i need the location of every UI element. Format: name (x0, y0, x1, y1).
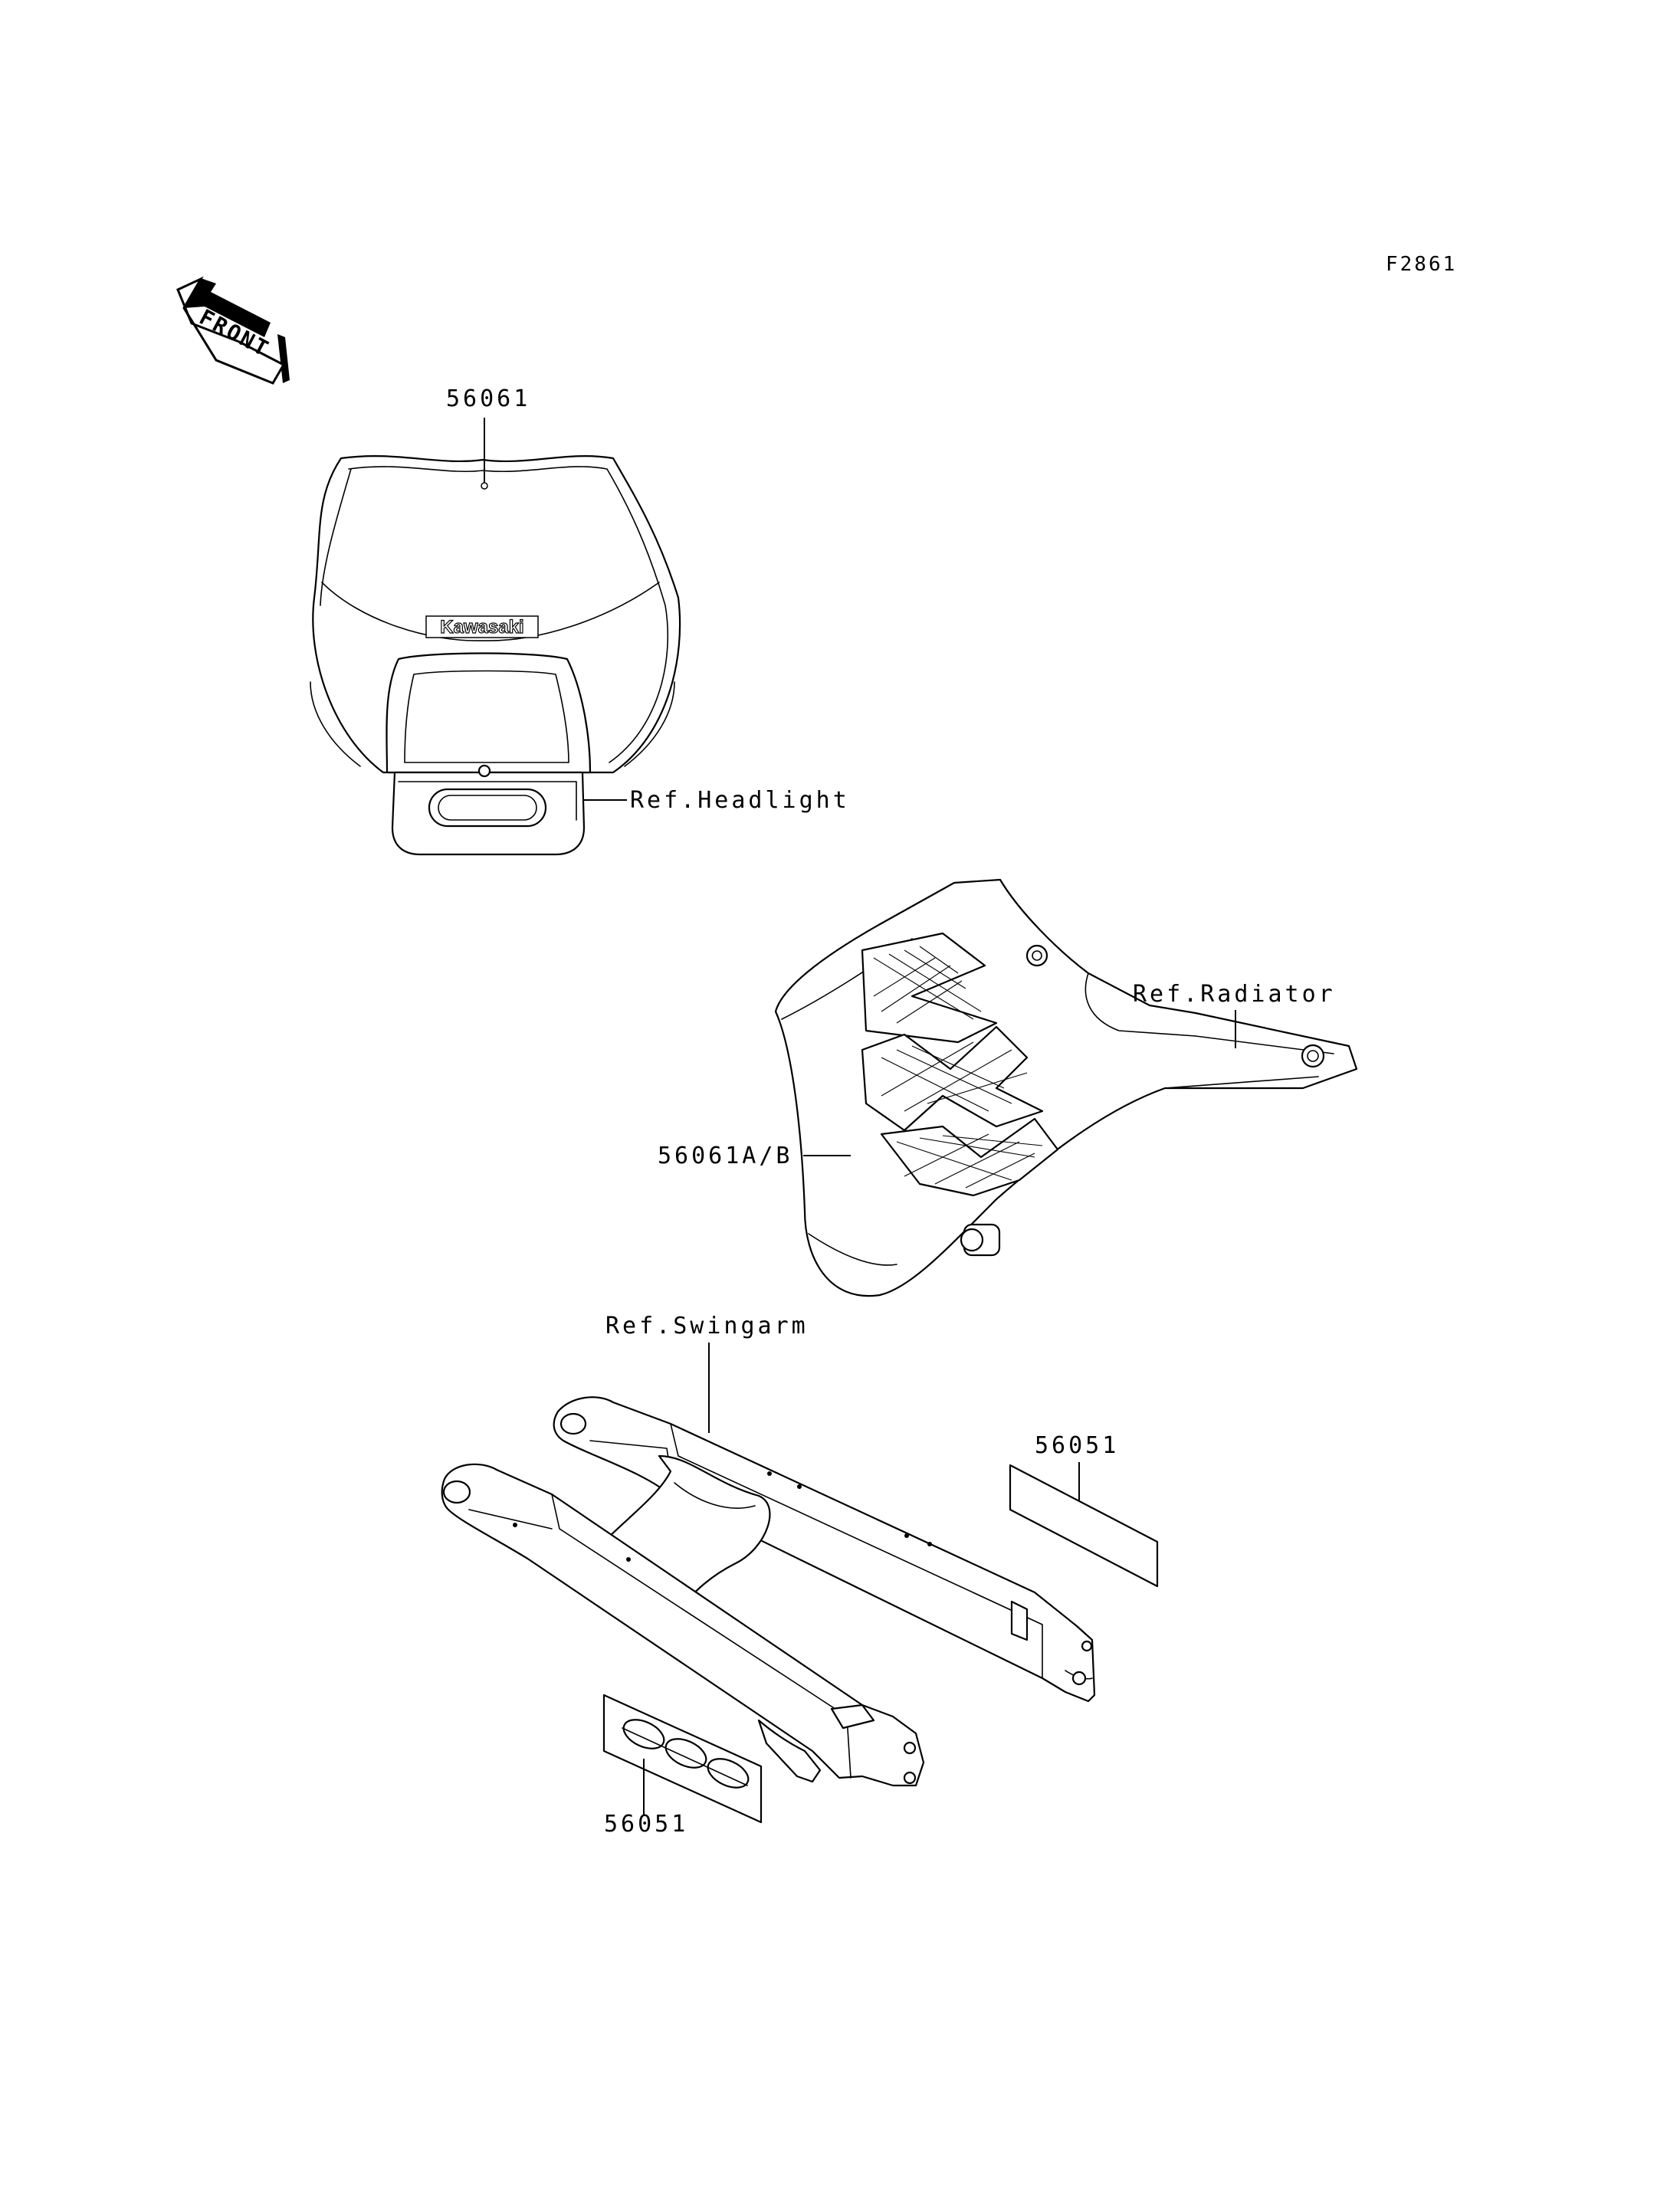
label-ref-radiator[interactable]: Ref.Radiator (1133, 981, 1336, 1008)
label-56051-right[interactable]: 56051 (1035, 1432, 1119, 1459)
headlight-cover: Kawasaki (310, 455, 681, 856)
label-56051-left[interactable]: 56051 (604, 1811, 688, 1838)
label-ref-headlight[interactable]: Ref.Headlight (630, 787, 850, 814)
swingarm (441, 1396, 1096, 1787)
kx-decal-graphic (861, 932, 1059, 1197)
kawasaki-logo: Kawasaki (440, 617, 523, 638)
radiator-shroud (774, 878, 1358, 1297)
label-56061-headlight[interactable]: 56061 (446, 385, 530, 412)
label-ref-swingarm[interactable]: Ref.Swingarm (605, 1313, 809, 1340)
figure-code: F2861 (1386, 253, 1457, 276)
label-56061a-b[interactable]: 56061A/B (658, 1143, 793, 1169)
decal-250-graphic (622, 1719, 750, 1789)
decal-56051-right (1009, 1464, 1159, 1588)
front-arrow-icon: FRONT (176, 276, 290, 385)
